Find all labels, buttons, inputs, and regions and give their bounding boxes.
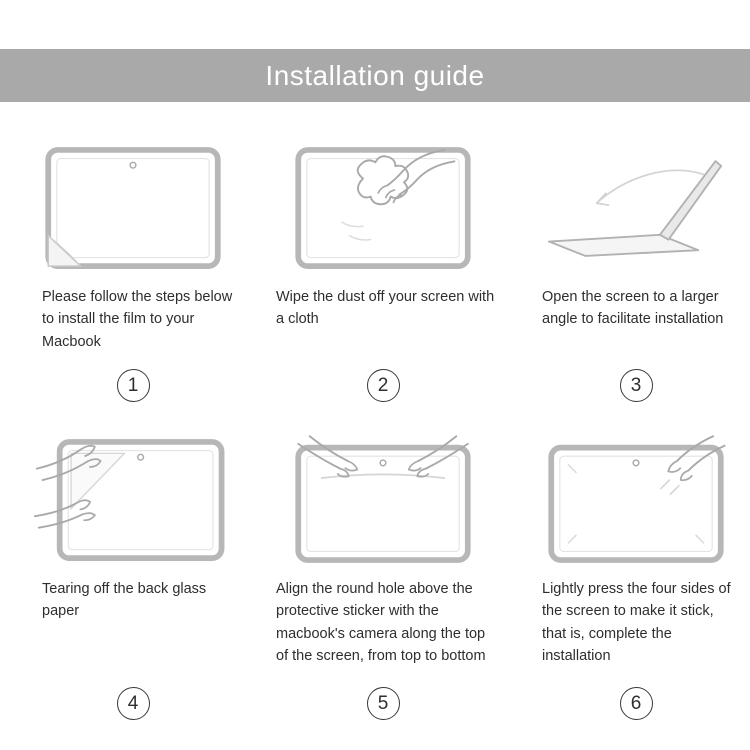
step-6: Lightly press the four sides of the scre… (532, 428, 740, 720)
step-5: Align the round hole above the protectiv… (266, 428, 500, 720)
step-number-wrap: 4 (32, 687, 234, 720)
illustration-open-laptop (532, 136, 740, 282)
page-title: Installation guide (265, 59, 485, 91)
step-number-wrap: 2 (266, 369, 500, 402)
laptop-open-graphic (547, 160, 723, 257)
step-caption: Tearing off the back glass paper (42, 581, 207, 620)
tablet-align-graphic (295, 435, 471, 563)
tablet-peel-graphic (45, 147, 221, 269)
illustration-wipe-cloth (266, 136, 500, 282)
step-number-wrap: 6 (532, 687, 740, 720)
step-2: Wipe the dust off your screen with a clo… (266, 136, 500, 402)
tablet-wipe-graphic (295, 147, 471, 269)
illustration-tear-back-paper (32, 428, 234, 574)
step-3: Open the screen to a larger angle to fac… (532, 136, 740, 402)
step-number-wrap: 3 (532, 369, 740, 402)
step-number: 5 (366, 687, 400, 720)
step-caption: Please follow the steps below to install… (42, 289, 233, 350)
illustration-film-corner (32, 136, 234, 282)
step-caption: Lightly press the four sides of the scre… (542, 581, 731, 665)
step-caption: Wipe the dust off your screen with a clo… (276, 289, 495, 328)
step-number: 2 (366, 369, 400, 402)
step-number: 1 (116, 369, 150, 402)
tablet-tear-graphic (33, 439, 225, 561)
step-number: 6 (619, 687, 653, 720)
step-number: 4 (116, 687, 150, 720)
illustration-align-camera (266, 428, 500, 574)
tablet-press-graphic (548, 435, 726, 563)
step-1: Please follow the steps below to install… (32, 136, 234, 402)
header-banner: Installation guide (0, 49, 750, 102)
step-number-wrap: 5 (266, 687, 500, 720)
illustration-press-edges (532, 428, 740, 574)
steps-grid: Please follow the steps below to install… (32, 136, 734, 720)
step-number: 3 (619, 369, 653, 402)
step-number-wrap: 1 (32, 369, 234, 402)
step-caption: Align the round hole above the protectiv… (276, 581, 486, 665)
step-4: Tearing off the back glass paper 4 (32, 428, 234, 720)
step-caption: Open the screen to a larger angle to fac… (542, 289, 724, 328)
